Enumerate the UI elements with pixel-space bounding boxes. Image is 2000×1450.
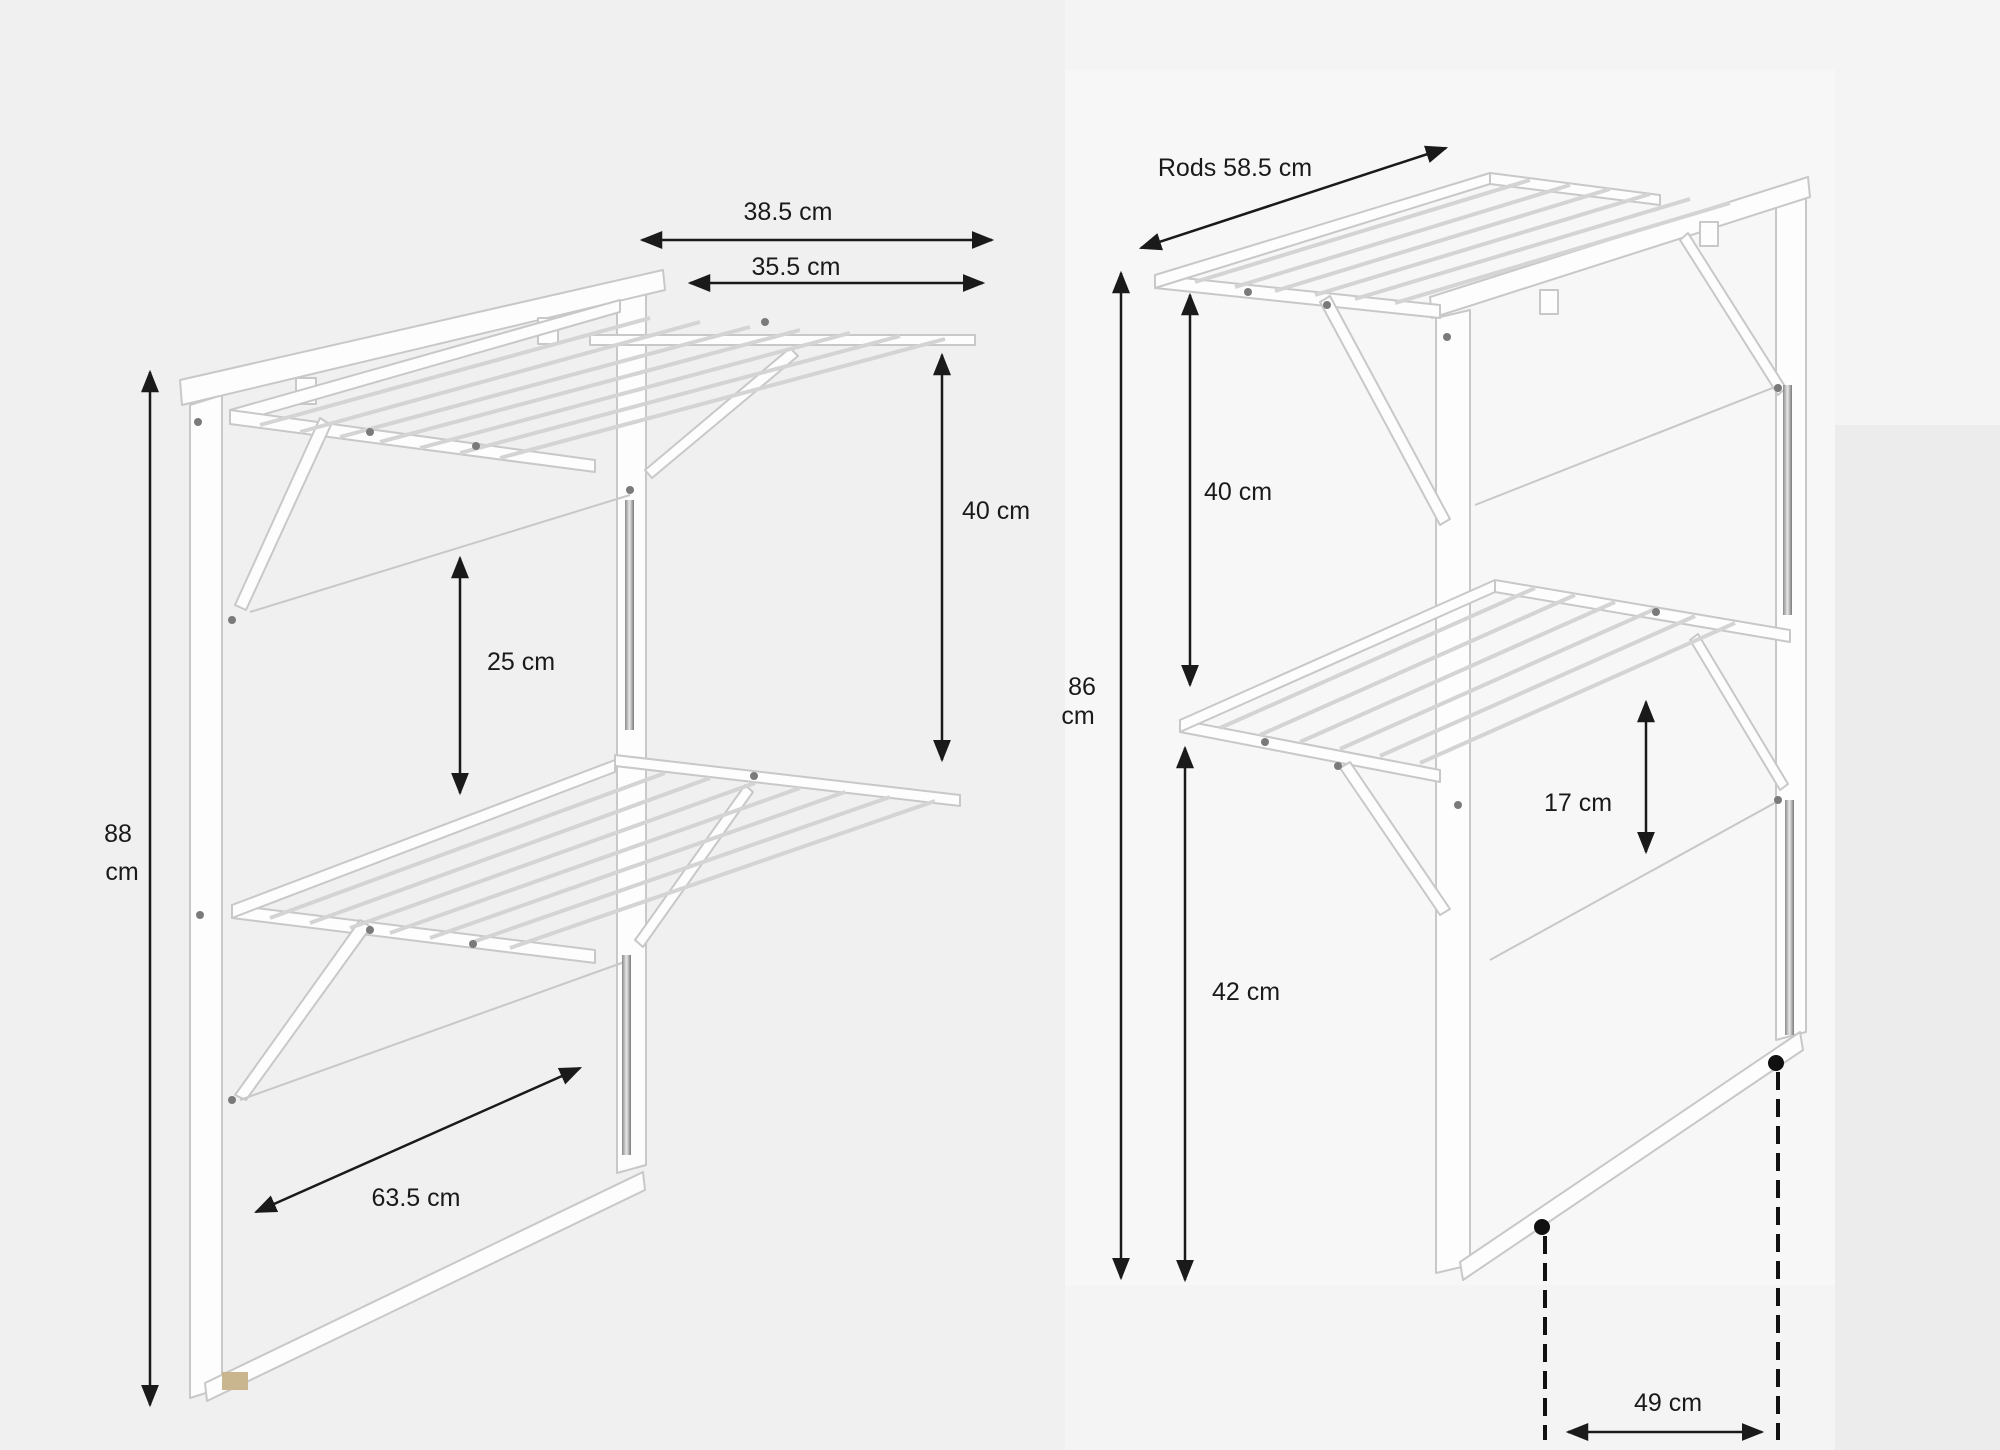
left-front-post <box>189 394 223 1399</box>
label-left-rail-gap: 25 cm <box>487 648 555 676</box>
left-lower-brace <box>234 919 372 1101</box>
foot-spacing-guides <box>1543 1072 1780 1440</box>
right-hook-2 <box>1539 289 1559 315</box>
left-chrome-tube-upper <box>625 500 634 730</box>
right-upper-rail <box>1474 384 1781 506</box>
label-left-height-value: 88 <box>104 820 132 848</box>
dim-line-left-depth <box>253 1066 583 1214</box>
label-left-shelf-gap: 40 cm <box>962 497 1030 525</box>
left-hinge-pins <box>194 318 769 1104</box>
left-upper-back-brace <box>644 347 799 479</box>
right-lower-brace <box>1339 761 1451 916</box>
right-bottom-bar <box>1459 1031 1804 1281</box>
left-product-label <box>222 1372 248 1390</box>
label-left-height-unit: cm <box>105 858 138 886</box>
right-hook-1 <box>1699 221 1719 247</box>
dim-line-rods <box>1138 145 1449 251</box>
right-hinge-pins <box>1244 288 1782 809</box>
right-foot-1 <box>1534 1219 1550 1235</box>
label-top-outer-width: 38.5 cm <box>744 198 833 226</box>
label-rods-length: Rods 58.5 cm <box>1158 154 1312 182</box>
photo-edge-right <box>1835 425 2000 1450</box>
label-foot-spacing: 49 cm <box>1634 1389 1702 1417</box>
right-lower-back-brace <box>1689 633 1789 791</box>
label-right-height-unit: cm <box>1061 702 1094 730</box>
label-right-rail-gap: 17 cm <box>1544 789 1612 817</box>
right-chrome-tube-lower <box>1785 800 1794 1035</box>
left-bottom-bar <box>204 1171 646 1402</box>
label-right-shelf-gap: 40 cm <box>1204 478 1272 506</box>
dimension-lines <box>141 145 1765 1441</box>
right-lower-rail <box>1489 799 1781 961</box>
label-left-depth: 63.5 cm <box>372 1184 461 1212</box>
left-chrome-tube-lower <box>622 955 631 1155</box>
right-lower-shelf-side-rail <box>1179 579 1496 733</box>
left-upper-rail <box>249 494 631 613</box>
right-upper-brace <box>1319 295 1451 526</box>
right-foot-2 <box>1768 1055 1784 1071</box>
label-right-height-value: 86 <box>1068 673 1096 701</box>
right-front-post <box>1435 309 1471 1274</box>
left-lower-shelf-back-rail <box>231 759 616 919</box>
left-drying-rods <box>259 316 946 950</box>
label-right-lower-height: 42 cm <box>1212 978 1280 1006</box>
label-top-inner-width: 35.5 cm <box>752 253 841 281</box>
right-chrome-tube-upper <box>1783 385 1792 615</box>
left-top-bar <box>179 269 666 406</box>
